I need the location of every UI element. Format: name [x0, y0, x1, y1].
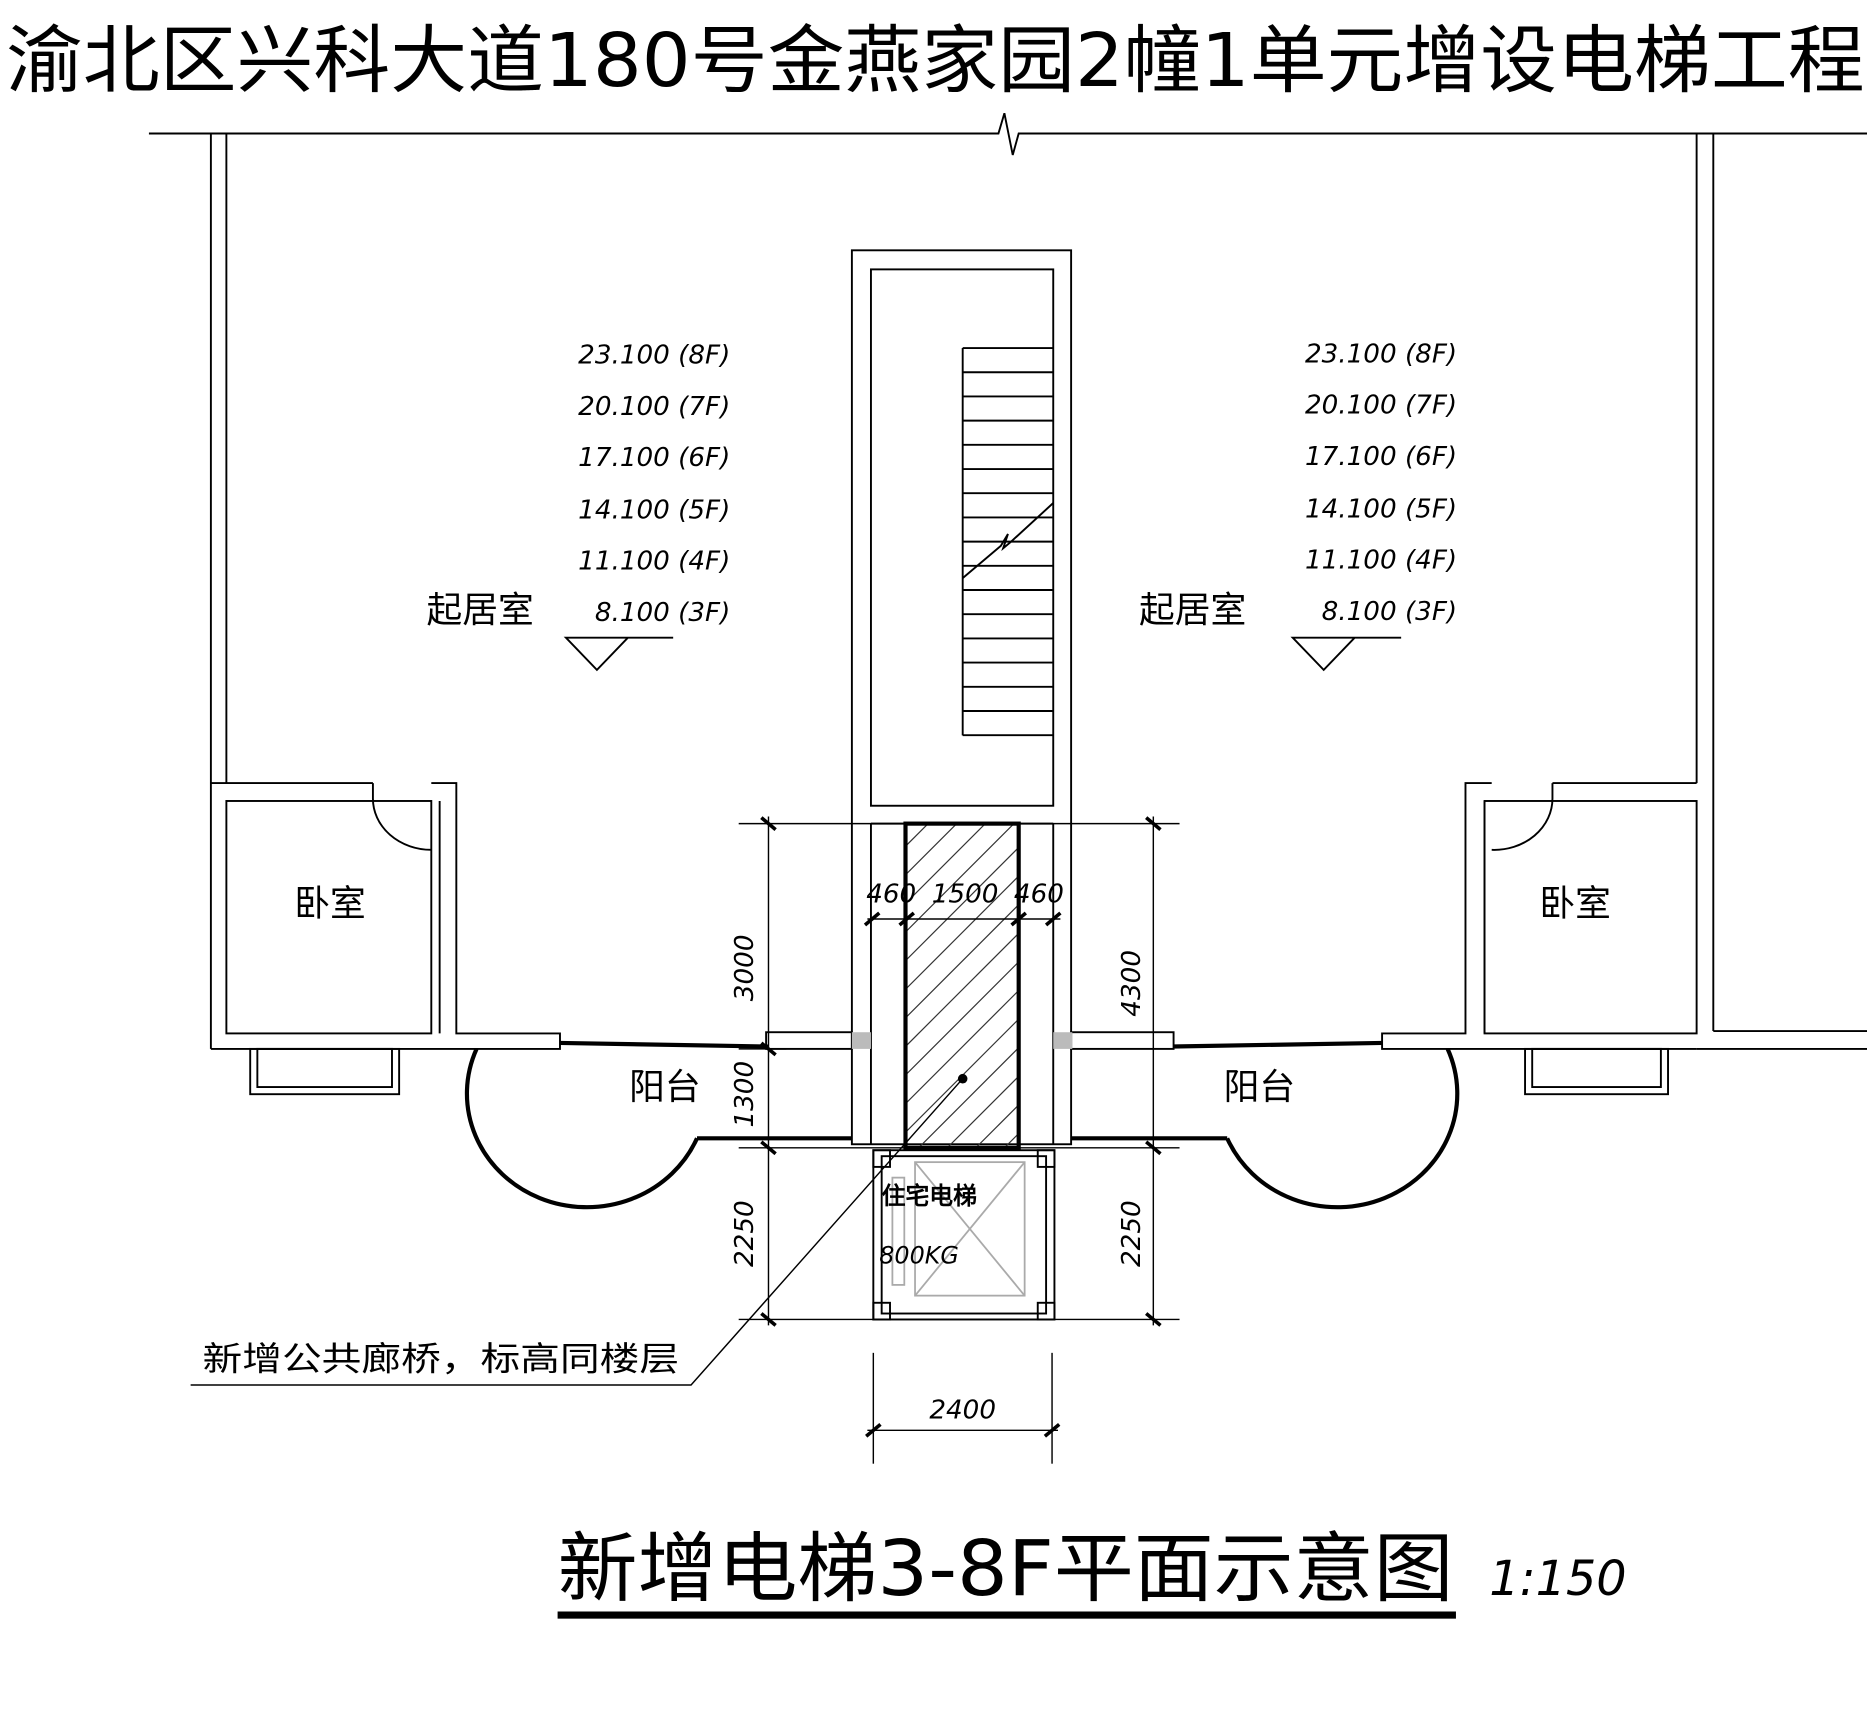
room-label-bedroom-right: 卧室 — [1539, 883, 1610, 924]
hatch-line — [905, 847, 1019, 962]
hatch-line — [905, 990, 1019, 1105]
hatch-line — [906, 1277, 1019, 1390]
hatch-line — [906, 1219, 1019, 1332]
elevations-right: 23.100 (8F) 20.100 (7F) 17.100 (6F) 14.1… — [1290, 339, 1458, 672]
dim-corridor-right: 460 — [1014, 879, 1064, 909]
dim-left-top: 3000 — [730, 934, 760, 1001]
elevation-label: 17.100 (6F) — [578, 443, 730, 473]
hatch-line — [905, 932, 1019, 1047]
room-label-bedroom-left: 卧室 — [294, 883, 365, 924]
outer-walls — [209, 133, 1867, 1050]
elevator-label: 住宅电梯 — [882, 1182, 977, 1210]
leader-line — [190, 1078, 964, 1386]
dim-right-bottom: 2250 — [1117, 1200, 1147, 1267]
elevation-label: 23.100 (8F) — [578, 341, 730, 371]
elevation-label: 14.100 (5F) — [1305, 494, 1457, 524]
room-label-living-left: 起居室 — [427, 590, 534, 631]
elevation-label: 23.100 (8F) — [1305, 339, 1457, 369]
hatch-line — [905, 875, 1019, 990]
elevator-shaft — [872, 1149, 1056, 1321]
elevation-label: 11.100 (4F) — [1305, 546, 1457, 576]
dim-left-mid: 1300 — [730, 1061, 760, 1128]
elevations-left: 23.100 (8F) 20.100 (7F) 17.100 (6F) 14.1… — [563, 341, 731, 672]
hatch-line — [946, 1075, 1019, 1148]
hatch-line — [905, 904, 1019, 1019]
elevation-label: 17.100 (6F) — [1305, 442, 1457, 472]
bedroom-right — [1381, 782, 1698, 1096]
hatch-line — [905, 823, 958, 876]
balcony-right — [1053, 1031, 1460, 1210]
break-line — [148, 112, 1867, 156]
hatch-line — [905, 823, 987, 904]
room-label-balcony-right: 阳台 — [1224, 1067, 1295, 1108]
elevation-label: 14.100 (5F) — [578, 495, 730, 525]
elevator-capacity: 800KG — [879, 1241, 959, 1269]
dim-left-bottom: 2250 — [730, 1200, 760, 1267]
balcony-left — [464, 1031, 871, 1210]
room-label-balcony-left: 阳台 — [629, 1067, 700, 1108]
drawing-title: 新增电梯3-8F平面示意图 — [558, 1524, 1454, 1613]
hatch-line — [974, 1104, 1019, 1148]
leader-note: 新增公共廊桥，标高同楼层 — [203, 1340, 680, 1379]
dim-right-top: 4300 — [1117, 950, 1147, 1017]
project-title: 渝北区兴科大道180号金燕家园2幢1单元增设电梯工程 — [6, 18, 1865, 104]
dim-corridor-mid: 1500 — [932, 879, 999, 909]
stairwell — [850, 249, 1073, 1146]
room-label-living-right: 起居室 — [1139, 590, 1246, 631]
elevation-label: 20.100 (7F) — [578, 392, 730, 422]
hatch-line — [905, 823, 1015, 933]
dim-corridor-left: 460 — [866, 879, 916, 909]
dimension-lines — [738, 816, 1180, 1464]
elevation-label: 8.100 (3F) — [1322, 597, 1458, 627]
hatch-line — [905, 961, 1019, 1076]
dim-shaft-width: 2400 — [929, 1395, 996, 1425]
hatch-line — [905, 823, 929, 847]
bedroom-left — [210, 782, 561, 1096]
drawing-scale: 1:150 — [1489, 1552, 1626, 1607]
elevation-label: 20.100 (7F) — [1305, 391, 1457, 421]
drawing-title-underline — [557, 1611, 1456, 1619]
hatch-line — [917, 1047, 1019, 1148]
elevation-label: 11.100 (4F) — [578, 547, 730, 577]
elevation-label: 8.100 (3F) — [595, 598, 731, 628]
